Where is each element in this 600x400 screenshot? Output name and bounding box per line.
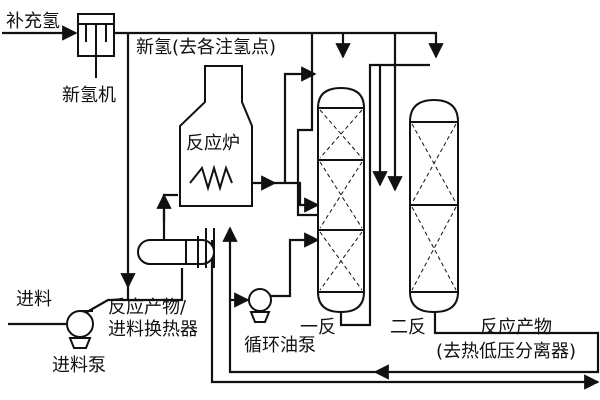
label-reactor-1: 一反 [300,317,336,338]
label-to-separator: (去热低压分离器) [436,341,577,362]
reactor-1 [317,86,365,314]
feed-pump-symbol [66,310,94,349]
compressor-symbol [77,13,115,78]
label-makeup-hydrogen: 补充氢 [6,11,60,32]
product-return-line [210,240,600,390]
label-reaction-furnace: 反应炉 [186,133,240,154]
reaction-furnace [179,65,253,207]
product-to-exchanger-line [222,226,375,374]
label-heat-exchanger-line2: 进料换热器 [108,319,198,340]
furnace-outlet-line [275,66,317,185]
label-feed-pump: 进料泵 [52,355,106,376]
compressor-outlet-line [114,31,444,59]
heat-exchanger [137,228,215,268]
reactor1-to-reactor2-line [339,63,388,327]
label-reaction-product: 反应产物 [480,317,552,338]
quench-branch-1 [285,181,320,213]
recycle-pump-symbol [248,288,272,323]
label-reactor-2: 二反 [390,317,426,338]
feed-pump-outlet-line [86,268,184,313]
label-feed: 进料 [16,289,52,310]
reactor-2 [409,98,459,314]
label-recycle-oil-pump: 循环油泵 [244,335,316,356]
recycle-oil-discharge-line [267,232,320,298]
quench-branch-2 [296,50,318,217]
reactor2-outlet-line [373,308,600,380]
label-new-hydrogen: 新氢(去各注氢点) [136,37,277,58]
label-heat-exchanger-line1: 反应产物/ [108,297,187,318]
label-new-hydrogen-compressor: 新氢机 [62,85,116,106]
